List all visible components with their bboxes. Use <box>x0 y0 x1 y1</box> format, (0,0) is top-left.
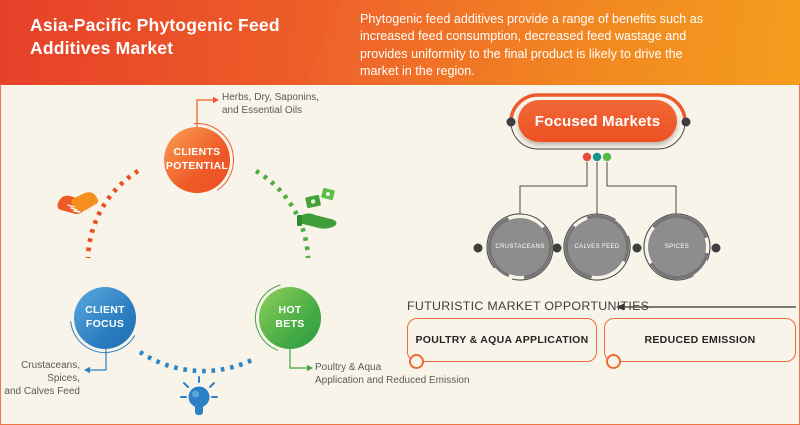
opportunity-box-poultry-aqua: POULTRY & AQUA APPLICATION <box>407 318 597 362</box>
node-arc-client-focus <box>70 283 140 353</box>
node-hot-bets: HOT BETS <box>259 287 321 349</box>
tree-dot-green <box>602 152 612 162</box>
money-hand-icon <box>297 186 343 239</box>
node-clients-potential: CLIENTS POTENTIAL <box>164 127 230 193</box>
ring-thin-spices <box>643 213 711 281</box>
side-dot-3 <box>632 243 642 253</box>
side-dot-1 <box>473 243 483 253</box>
arrowhead-clients-potential <box>213 96 219 104</box>
dotted-arc-orange <box>85 169 140 259</box>
opportunities-heading: FUTURISTIC MARKET OPPORTUNITIES <box>407 299 650 313</box>
focused-markets-pill: Focused Markets <box>518 100 677 142</box>
node-arc-hot-bets <box>255 283 326 353</box>
callout-herbs: Herbs, Dry, Saponins, and Essential Oils <box>222 92 320 117</box>
dotted-arc-blue <box>138 350 253 374</box>
node-arc-clients-potential <box>160 123 234 197</box>
pill-side-dot-left <box>506 117 516 127</box>
arrowhead-client-focus <box>84 366 90 374</box>
dotted-arc-green <box>254 169 311 259</box>
connector-clients-potential <box>196 99 213 127</box>
header-description: Phytogenic feed additives provide a rang… <box>360 12 704 78</box>
market-circle-spices: SPICES <box>648 218 706 276</box>
connector-client-focus <box>90 349 107 371</box>
tree-line-left <box>519 162 588 214</box>
opportunity-box-corner-circle-2 <box>606 354 621 369</box>
pill-side-dot-right <box>681 117 691 127</box>
ring-thin-crustaceans <box>486 213 554 281</box>
pill-ring-top <box>509 93 687 124</box>
lightbulb-icon <box>178 375 220 425</box>
node-client-focus: CLIENT FOCUS <box>74 287 136 349</box>
pill-ring-bottom <box>510 121 686 150</box>
callout-crustaceans: Crustaceans, Spices, and Calves Feed <box>4 360 80 398</box>
side-dot-4 <box>711 243 721 253</box>
heading-arrowhead <box>616 303 624 311</box>
tree-dot-teal <box>592 152 602 162</box>
page-title: Asia-Pacific Phytogenic Feed Additives M… <box>30 15 280 59</box>
side-dot-2 <box>552 243 562 253</box>
callout-poultry-aqua: Poultry & Aqua Application and Reduced E… <box>315 362 470 387</box>
market-circle-calves-feed: CALVES FEED <box>568 218 626 276</box>
connector-hot-bets <box>289 349 307 369</box>
opportunity-box-reduced-emission: REDUCED EMISSION <box>604 318 796 362</box>
arrowhead-hot-bets <box>307 364 313 372</box>
handshake-icon <box>52 183 102 228</box>
header-banner: Asia-Pacific Phytogenic Feed Additives M… <box>0 0 800 85</box>
opportunity-box-corner-circle-1 <box>409 354 424 369</box>
tree-dot-red <box>582 152 592 162</box>
tree-line-right <box>606 162 677 214</box>
header-diagonal-wedge <box>305 0 800 85</box>
ring-thick-calves-feed <box>564 214 630 280</box>
market-circle-crustaceans: CRUSTACEANS <box>491 218 549 276</box>
